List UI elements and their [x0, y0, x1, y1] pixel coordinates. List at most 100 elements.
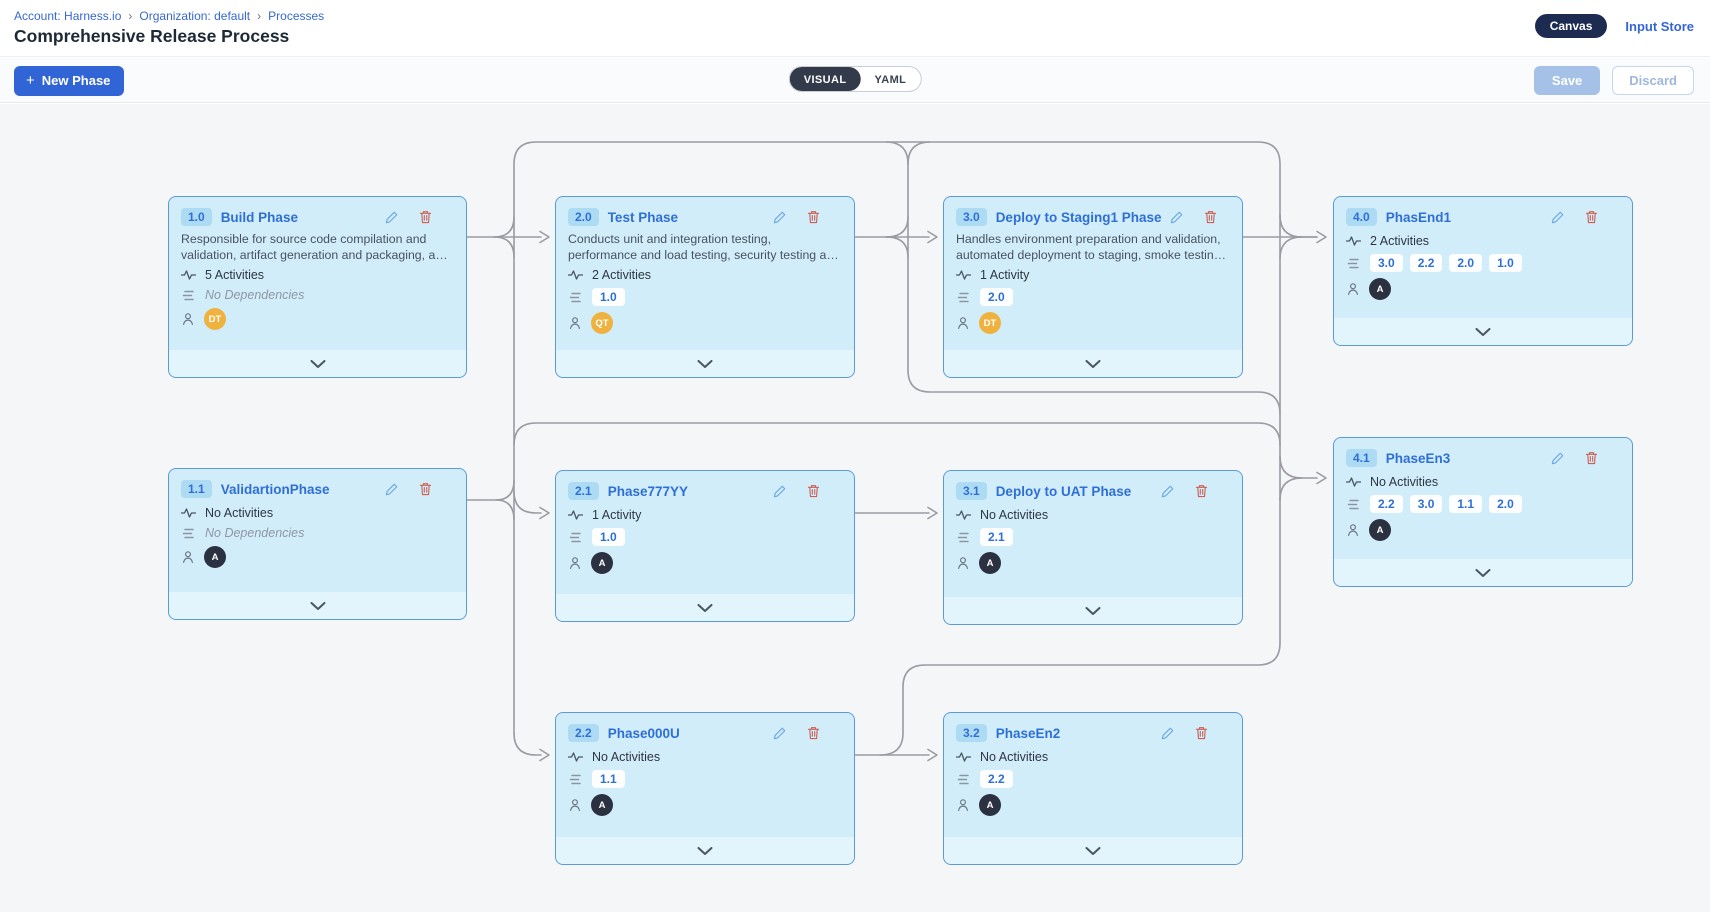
avatar[interactable]: DT	[979, 312, 1001, 335]
edit-icon[interactable]	[385, 482, 399, 496]
phase-card[interactable]: 1.1 ValidartionPhase No Activities No De…	[168, 468, 467, 620]
phase-title: Test Phase	[607, 209, 678, 225]
assignee-row: A	[944, 549, 1242, 577]
expand-phase-button[interactable]	[556, 594, 854, 621]
save-button[interactable]: Save	[1533, 66, 1601, 95]
breadcrumb-organization-link[interactable]: Organization: default	[139, 9, 251, 23]
dependencies-list: 1.1	[592, 770, 625, 788]
dependency-chip: 3.0	[1409, 495, 1443, 513]
activity-icon	[568, 270, 583, 281]
dependencies-icon	[957, 532, 969, 542]
delete-icon[interactable]	[1585, 451, 1598, 465]
delete-icon[interactable]	[419, 210, 432, 224]
activities-row: 2 Activities	[1334, 231, 1632, 251]
avatar[interactable]: A	[979, 794, 1001, 816]
edit-icon[interactable]	[1170, 210, 1184, 224]
expand-phase-button[interactable]	[556, 837, 854, 864]
avatar[interactable]: QT	[591, 312, 613, 335]
assignee-row: A	[1334, 275, 1632, 303]
breadcrumb-account-link[interactable]: Account: Harness.io	[14, 9, 122, 23]
delete-icon[interactable]	[1585, 210, 1598, 224]
phase-title: PhaseEn3	[1385, 450, 1451, 466]
phase-actions	[385, 482, 450, 496]
dependency-chip: 2.2	[980, 770, 1013, 788]
canvas-toggle-button[interactable]: Canvas	[1534, 14, 1608, 38]
dependency-chip: 1.1	[1449, 495, 1483, 513]
person-icon	[183, 313, 193, 326]
person-icon	[183, 551, 193, 563]
expand-phase-button[interactable]	[169, 592, 466, 619]
expand-phase-button[interactable]	[944, 837, 1242, 864]
expand-phase-button[interactable]	[1334, 318, 1632, 345]
avatar[interactable]: A	[979, 552, 1001, 574]
avatar[interactable]: A	[591, 794, 613, 816]
delete-icon[interactable]	[807, 484, 820, 498]
avatar[interactable]: DT	[204, 308, 226, 331]
input-store-link[interactable]: Input Store	[1625, 18, 1694, 34]
breadcrumb-separator: ›	[257, 9, 262, 23]
expand-phase-button[interactable]	[1334, 559, 1632, 586]
breadcrumb-processes-link[interactable]: Processes	[268, 9, 325, 23]
phase-card[interactable]: 1.0 Build Phase Responsible for source c…	[168, 196, 467, 378]
avatar[interactable]: A	[1369, 278, 1391, 300]
person-icon	[958, 317, 968, 330]
discard-button[interactable]: Discard	[1612, 66, 1694, 95]
avatar[interactable]: A	[204, 546, 226, 568]
assignee-row: A	[169, 543, 466, 571]
phase-description: Responsible for source code compilation …	[181, 232, 449, 265]
activities-row: 2 Activities	[556, 265, 854, 285]
delete-icon[interactable]	[1204, 210, 1217, 224]
edit-icon[interactable]	[1551, 210, 1565, 224]
phase-card-header: 3.2 PhaseEn2	[944, 713, 1242, 747]
phase-card[interactable]: 3.1 Deploy to UAT Phase No Activities 2.…	[943, 470, 1243, 625]
phase-title: Deploy to UAT Phase	[995, 483, 1132, 499]
edit-icon[interactable]	[385, 210, 399, 224]
edit-icon[interactable]	[773, 726, 787, 740]
phase-card[interactable]: 3.2 PhaseEn2 No Activities 2.2 A	[943, 712, 1243, 865]
expand-phase-button[interactable]	[944, 597, 1242, 624]
delete-icon[interactable]	[1195, 726, 1208, 740]
phase-card[interactable]: 2.1 Phase777YY 1 Activity 1.0 A	[555, 470, 855, 622]
dependencies-icon	[569, 532, 581, 542]
tab-visual[interactable]: VISUAL	[789, 67, 861, 91]
page-title: Comprehensive Release Process	[14, 26, 290, 46]
phase-card[interactable]: 3.0 Deploy to Staging1 Phase Handles env…	[943, 196, 1243, 378]
edit-icon[interactable]	[1551, 451, 1565, 465]
avatar[interactable]: A	[1369, 519, 1391, 541]
new-phase-button[interactable]: + New Phase	[14, 66, 125, 96]
page-header: Account: Harness.io › Organization: defa…	[0, 0, 1710, 57]
dependencies-row: 1.1	[556, 767, 854, 791]
phase-card[interactable]: 2.2 Phase000U No Activities 1.1 A	[555, 712, 855, 865]
delete-icon[interactable]	[807, 726, 820, 740]
delete-icon[interactable]	[1195, 484, 1208, 498]
expand-phase-button[interactable]	[556, 350, 854, 377]
activities-row: No Activities	[556, 747, 854, 767]
breadcrumb: Account: Harness.io › Organization: defa…	[14, 9, 324, 23]
phase-card-header: 2.0 Test Phase	[556, 197, 854, 231]
avatar[interactable]: A	[591, 552, 613, 574]
phase-card[interactable]: 2.0 Test Phase Conducts unit and integra…	[555, 196, 855, 378]
dependencies-icon	[957, 292, 969, 303]
phase-card-header: 4.1 PhaseEn3	[1334, 438, 1632, 472]
activity-icon	[1346, 236, 1361, 246]
activity-icon	[956, 270, 971, 281]
edit-icon[interactable]	[1161, 726, 1175, 740]
delete-icon[interactable]	[419, 482, 432, 496]
dependencies-row: 2.1	[944, 525, 1242, 549]
phase-number-badge: 4.0	[1346, 208, 1377, 226]
expand-phase-button[interactable]	[944, 350, 1242, 377]
delete-icon[interactable]	[807, 210, 820, 224]
person-icon	[570, 799, 580, 811]
dependency-chip: 1.1	[592, 770, 625, 788]
expand-phase-button[interactable]	[169, 350, 466, 377]
edit-icon[interactable]	[773, 210, 787, 224]
tab-yaml[interactable]: YAML	[874, 74, 907, 86]
edit-icon[interactable]	[773, 484, 787, 498]
edit-icon[interactable]	[1161, 484, 1175, 498]
dependencies-icon	[957, 774, 969, 784]
activity-icon	[956, 752, 971, 762]
